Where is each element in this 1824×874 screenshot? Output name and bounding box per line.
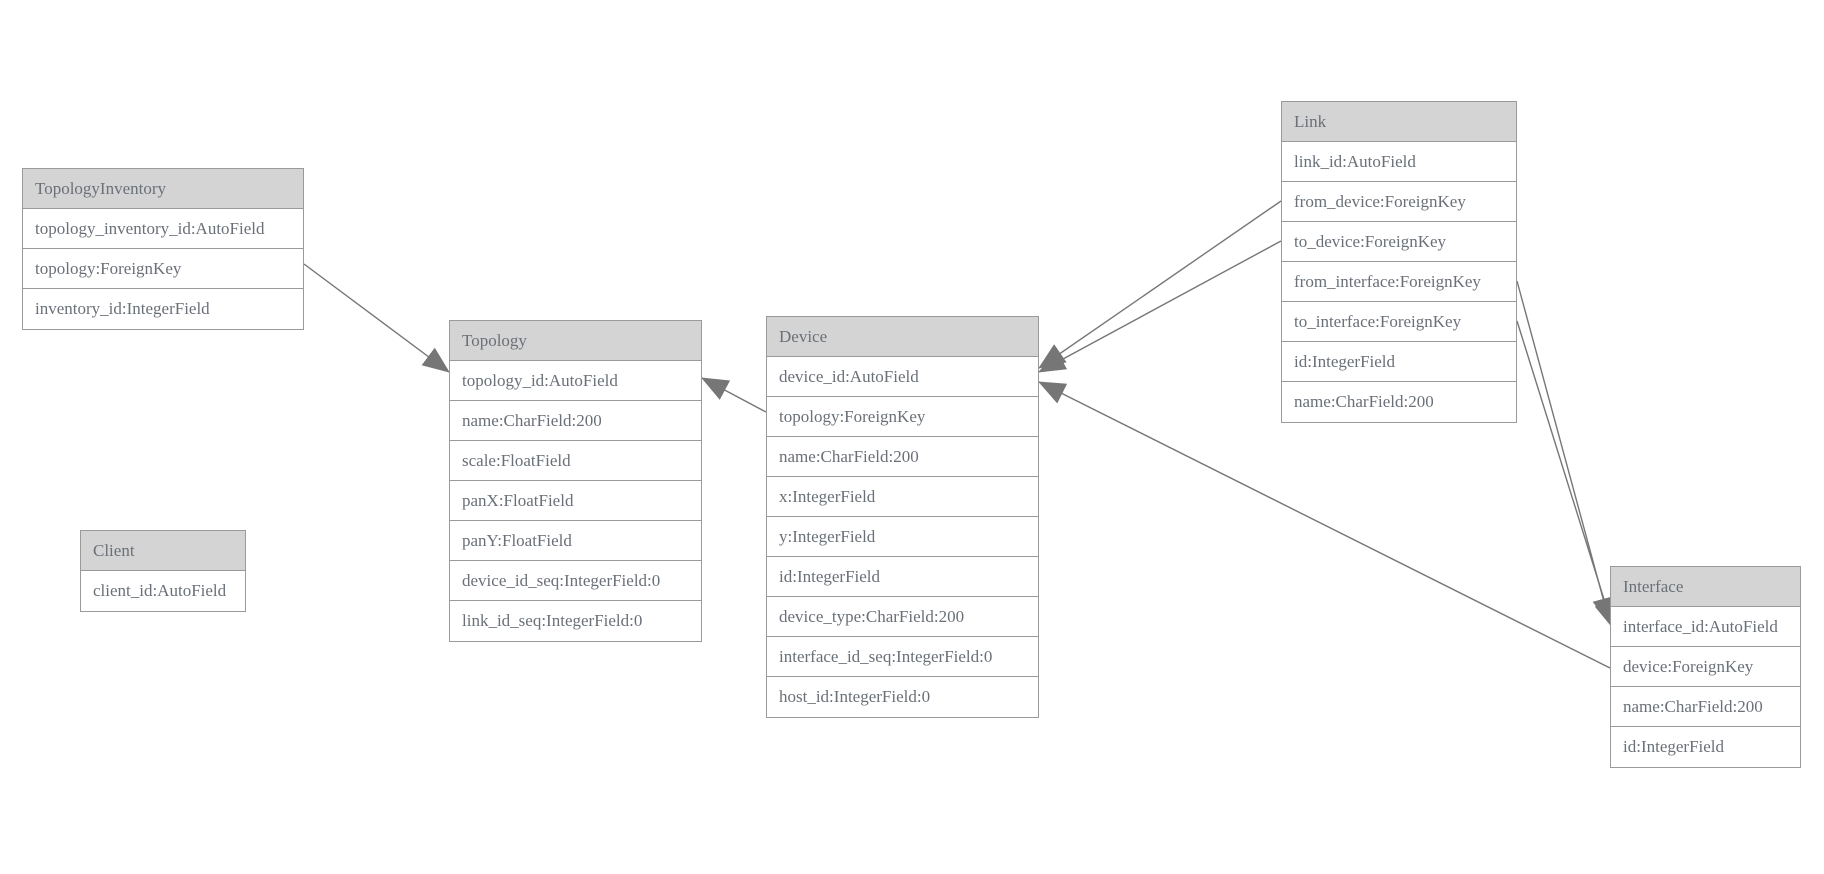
entity-field[interactable]: x:IntegerField <box>767 477 1038 517</box>
entity-field[interactable]: id:IntegerField <box>767 557 1038 597</box>
entity-field[interactable]: id:IntegerField <box>1282 342 1516 382</box>
entity-field[interactable]: id:IntegerField <box>1623 737 1725 756</box>
entity-field[interactable]: topology:ForeignKey <box>23 249 303 289</box>
entity-client[interactable]: Client client_id:AutoField <box>80 530 246 612</box>
entity-field[interactable]: client_id:AutoField <box>93 581 227 600</box>
entity-topology[interactable]: Topology topology_id:AutoField name:Char… <box>449 320 702 642</box>
entity-field[interactable]: topology_inventory_id:AutoField <box>23 209 303 249</box>
entity-field[interactable]: device_type:CharField:200 <box>767 597 1038 637</box>
relationship-edge <box>1038 200 1282 369</box>
entity-field[interactable]: name:CharField:200 <box>1611 687 1800 727</box>
entity-field[interactable]: from_interface:ForeignKey <box>1282 262 1516 302</box>
entity-device[interactable]: Device device_id:AutoField topology:Fore… <box>766 316 1039 718</box>
entity-field-list: client_id:AutoField <box>81 571 245 611</box>
entity-field[interactable]: interface_id_seq:IntegerField:0 <box>767 637 1038 677</box>
relationship-edge <box>1038 381 1611 669</box>
entity-field[interactable]: name:CharField:200 <box>767 437 1038 477</box>
entity-field[interactable]: panX:FloatField <box>450 481 701 521</box>
entity-field-list: link_id:AutoField from_device:ForeignKey… <box>1282 142 1516 422</box>
entity-field[interactable]: host_id:IntegerField:0 <box>779 687 931 706</box>
entity-field[interactable]: scale:FloatField <box>450 441 701 481</box>
relationship-edge <box>1038 240 1282 373</box>
entity-topology-inventory[interactable]: TopologyInventory topology_inventory_id:… <box>22 168 304 330</box>
entity-field[interactable]: interface_id:AutoField <box>1611 607 1800 647</box>
entity-field[interactable]: device:ForeignKey <box>1611 647 1800 687</box>
entity-field[interactable]: inventory_id:IntegerField <box>35 299 210 318</box>
entity-field[interactable]: name:CharField:200 <box>1294 392 1434 411</box>
entity-interface[interactable]: Interface interface_id:AutoField device:… <box>1610 566 1801 768</box>
entity-field-list: device_id:AutoField topology:ForeignKey … <box>767 357 1038 717</box>
entity-link[interactable]: Link link_id:AutoField from_device:Forei… <box>1281 101 1517 423</box>
entity-field[interactable]: topology:ForeignKey <box>767 397 1038 437</box>
entity-title: TopologyInventory <box>23 169 303 209</box>
entity-field[interactable]: device_id_seq:IntegerField:0 <box>450 561 701 601</box>
entity-field[interactable]: name:CharField:200 <box>450 401 701 441</box>
entity-field[interactable]: to_interface:ForeignKey <box>1282 302 1516 342</box>
entity-field[interactable]: link_id_seq:IntegerField:0 <box>462 611 643 630</box>
entity-field[interactable]: y:IntegerField <box>767 517 1038 557</box>
relationship-edge <box>1516 320 1616 629</box>
entity-title: Client <box>81 531 245 571</box>
entity-field[interactable]: panY:FloatField <box>450 521 701 561</box>
relationship-edge <box>1516 280 1614 625</box>
entity-field-list: topology_id:AutoField name:CharField:200… <box>450 361 701 641</box>
entity-field[interactable]: topology_id:AutoField <box>450 361 701 401</box>
relationship-edge <box>701 377 767 413</box>
entity-field[interactable]: link_id:AutoField <box>1282 142 1516 182</box>
entity-title: Link <box>1282 102 1516 142</box>
entity-field[interactable]: to_device:ForeignKey <box>1282 222 1516 262</box>
entity-title: Interface <box>1611 567 1800 607</box>
entity-title: Device <box>767 317 1038 357</box>
entity-field-list: interface_id:AutoField device:ForeignKey… <box>1611 607 1800 767</box>
entity-field-list: topology_inventory_id:AutoField topology… <box>23 209 303 329</box>
entity-field[interactable]: from_device:ForeignKey <box>1282 182 1516 222</box>
entity-field[interactable]: device_id:AutoField <box>767 357 1038 397</box>
relationship-edge <box>303 263 450 373</box>
entity-title: Topology <box>450 321 701 361</box>
